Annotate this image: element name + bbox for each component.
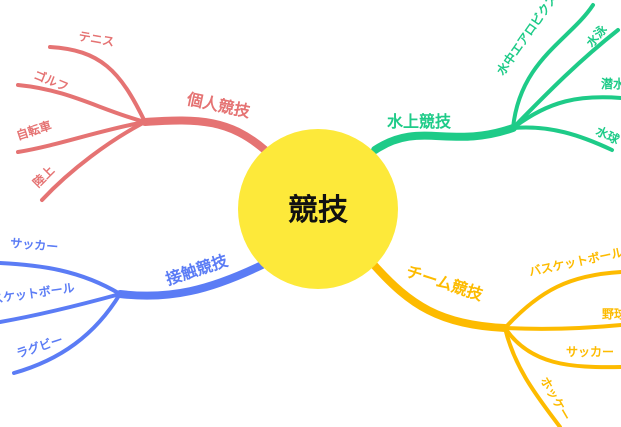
- edge-baseball: [503, 323, 621, 331]
- branch-water[interactable]: 水上競技 水中エアロビクス 水泳 潜水 水球: [371, 0, 621, 154]
- leaf-diving[interactable]: 潜水: [601, 76, 621, 91]
- center-node[interactable]: 競技: [238, 129, 398, 289]
- edge-rugby: [12, 292, 122, 375]
- edge-golf: [16, 83, 147, 124]
- edge-water-polo: [511, 125, 614, 152]
- center-label: 競技: [288, 193, 348, 228]
- branch-individual[interactable]: 個人競技 テニス ゴルフ 自転車 陸上: [14, 29, 269, 202]
- edge-basketball: [0, 292, 122, 324]
- branch-contact[interactable]: 接触競技 サッカー バスケットボール ラグビー: [0, 236, 266, 375]
- branch-label-individual[interactable]: 個人競技: [184, 89, 253, 121]
- main-edge-individual: [141, 116, 269, 154]
- leaf-cycling[interactable]: 自転車: [14, 117, 53, 142]
- edge-cycling: [16, 120, 147, 154]
- leaf-swimming[interactable]: 水泳: [583, 21, 611, 50]
- leaf-tennis[interactable]: テニス: [77, 29, 115, 49]
- leaf-basketball[interactable]: バスケットボール: [0, 280, 75, 308]
- leaf-baseball[interactable]: 野球: [602, 306, 621, 321]
- leaf-athletics[interactable]: 陸上: [30, 163, 58, 191]
- branch-label-water[interactable]: 水上競技: [387, 112, 452, 131]
- edge-swimming: [511, 28, 620, 130]
- edge-hockey: [503, 326, 562, 427]
- branch-team[interactable]: チーム競技 バスケットボール 野球 サッカー ホッケー: [370, 244, 621, 427]
- main-edge-water: [371, 124, 517, 154]
- edge-aqua-aerobics: [511, 3, 595, 130]
- edge-soccer: [503, 326, 621, 370]
- leaf-aqua-aerobics[interactable]: 水中エアロビクス: [493, 0, 560, 78]
- edge-diving: [511, 95, 621, 130]
- main-edge-team: [370, 261, 509, 332]
- leaf-soccer[interactable]: サッカー: [566, 345, 614, 359]
- edge-athletics: [40, 120, 147, 202]
- edge-tennis: [48, 45, 147, 124]
- leaf-hockey[interactable]: ホッケー: [537, 375, 573, 424]
- leaf-soccer[interactable]: サッカー: [10, 236, 59, 254]
- edge-basketball: [503, 270, 621, 330]
- center-circle: [238, 129, 398, 289]
- main-edge-contact: [116, 261, 266, 300]
- edge-soccer: [0, 261, 122, 296]
